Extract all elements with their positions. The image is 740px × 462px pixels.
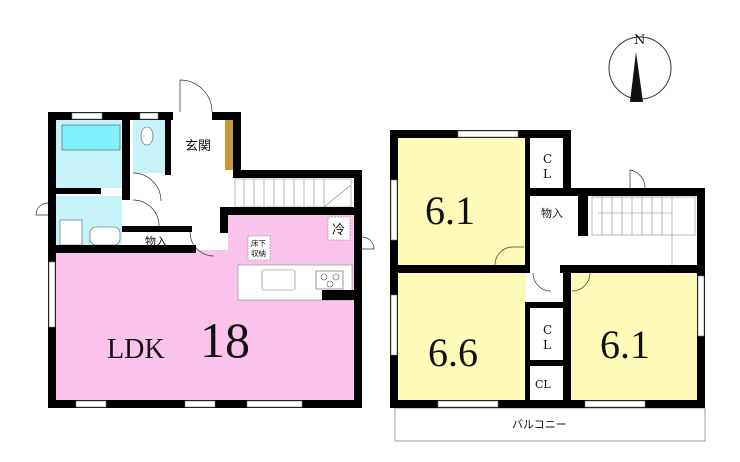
closet-1-label-c: C bbox=[543, 152, 552, 166]
storage-label-1f: 物入 bbox=[145, 234, 167, 248]
compass-north-label: N bbox=[634, 33, 645, 48]
fridge-label: 冷 bbox=[332, 223, 345, 238]
compass: N bbox=[608, 33, 672, 102]
sink-icon bbox=[261, 269, 296, 291]
floor-2: バルコニー 6.1 6.6 6.1 C L C L CL 物入 bbox=[390, 130, 706, 442]
toilet-icon bbox=[140, 126, 154, 146]
windows-2f bbox=[390, 130, 705, 408]
storage-label-2f: 物入 bbox=[541, 206, 563, 220]
bedroom-nw-size: 6.1 bbox=[425, 188, 475, 233]
floor-1: 冷 床下 収納 玄関 物入 LDK 18 bbox=[35, 79, 375, 408]
underfloor-storage-label-1: 床下 bbox=[251, 238, 266, 248]
bathtub bbox=[61, 124, 121, 151]
washing-machine bbox=[59, 219, 83, 246]
balcony bbox=[394, 407, 706, 442]
closet-2-label-c: C bbox=[543, 323, 552, 337]
closet-1-label-l: L bbox=[543, 167, 551, 181]
underfloor-storage-label-2: 収納 bbox=[251, 248, 266, 258]
windows-1f bbox=[48, 112, 303, 408]
ldk-size: 18 bbox=[200, 312, 250, 368]
underfloor-storage bbox=[247, 235, 271, 261]
shoe-cabinet bbox=[225, 120, 233, 170]
closet-2-label-l: L bbox=[543, 338, 551, 352]
washbasin bbox=[89, 226, 121, 246]
bedroom-sw bbox=[398, 273, 526, 400]
bedroom-se bbox=[572, 273, 697, 400]
stairs-2f bbox=[591, 196, 696, 265]
balcony-label: バルコニー bbox=[512, 418, 567, 431]
bedroom-nw bbox=[398, 138, 526, 265]
doors-1f bbox=[35, 79, 375, 257]
closet-3-label: CL bbox=[535, 378, 551, 391]
stove-icon bbox=[315, 270, 344, 290]
stairs-1f bbox=[234, 178, 352, 208]
entrance-label: 玄関 bbox=[185, 139, 211, 154]
bedroom-sw-size: 6.6 bbox=[428, 330, 478, 375]
bedroom-se-size: 6.1 bbox=[600, 322, 650, 367]
ldk-label: LDK bbox=[107, 334, 165, 365]
north-arrow-icon bbox=[630, 52, 643, 102]
doors-2f bbox=[494, 169, 646, 292]
fridge-space bbox=[327, 216, 351, 241]
